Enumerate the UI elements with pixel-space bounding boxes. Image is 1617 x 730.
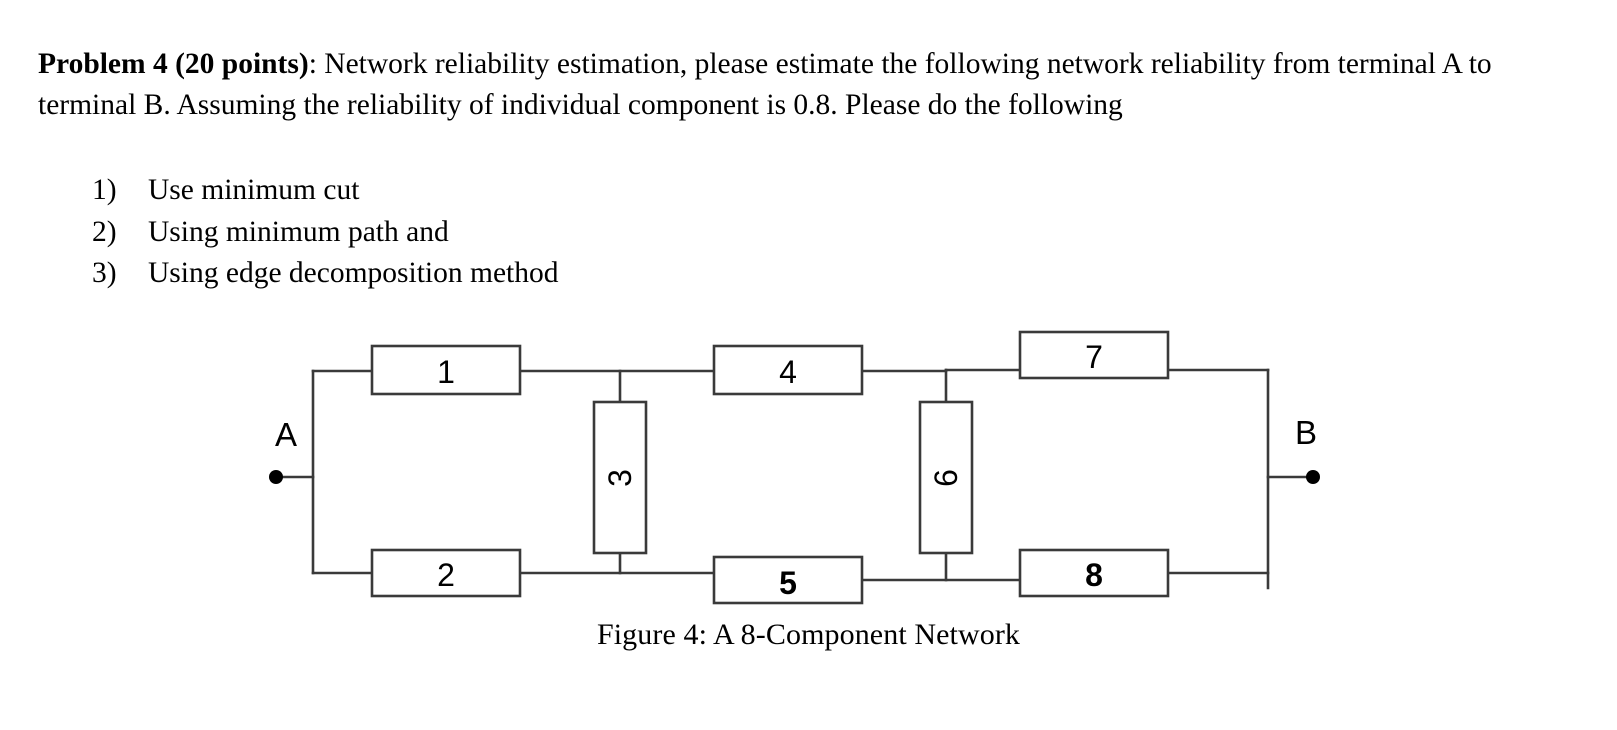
terminal-a-label: A (275, 416, 297, 453)
component-5-label: 5 (779, 565, 797, 601)
component-7-rect (1018, 330, 1170, 380)
component-1-rect (370, 344, 522, 396)
problem-body: : Network reliability estimation, please… (38, 48, 1492, 121)
list-item-label: Using minimum path and (148, 215, 449, 248)
component-8-label: 8 (1085, 557, 1103, 593)
list-item-label: Use minimum cut (148, 174, 360, 206)
figure-caption: Figure 4: A 8-Component Network (596, 618, 1021, 651)
component-box-3: 3 (592, 400, 648, 555)
component-2-label: 2 (437, 557, 455, 593)
component-2-rect (370, 548, 522, 598)
problem-statement: Problem 4 (20 points): Network reliabili… (38, 44, 1538, 126)
figure-4: A B 1 2 3 4 (0, 300, 1617, 680)
list-item: 1) Use minimum cut (92, 170, 992, 212)
list-item: 3) Using edge decomposition method (92, 253, 992, 295)
component-box-6: 6 (918, 400, 974, 555)
component-box-1: 1 (370, 344, 522, 396)
component-6-rect (918, 400, 974, 555)
component-box-2: 2 (370, 548, 522, 598)
problem-title: Problem 4 (20 points) (38, 48, 309, 80)
diagram-wires (274, 368, 1315, 590)
list-item-marker: 1) (92, 174, 117, 206)
component-box-7: 7 (1018, 330, 1170, 380)
component-4-label: 4 (779, 354, 797, 390)
terminal-b-dot (1306, 470, 1320, 484)
list-item-marker: 2) (92, 215, 117, 248)
list-item: 2) Using minimum path and (92, 212, 992, 254)
list-item-label: Using edge decomposition method (148, 257, 559, 289)
component-3-rect (592, 400, 648, 555)
component-6-label: 6 (928, 469, 964, 487)
terminal-a-dot (269, 470, 283, 484)
network-diagram: A B 1 2 3 4 (269, 330, 1320, 605)
component-1-label: 1 (437, 354, 455, 390)
component-box-4: 4 (712, 344, 864, 396)
component-5-rect (712, 555, 864, 605)
component-3-label: 3 (602, 469, 638, 487)
component-7-label: 7 (1085, 339, 1103, 375)
component-box-8: 8 (1018, 548, 1170, 598)
list-item-marker: 3) (92, 257, 117, 289)
instruction-list: 1) Use minimum cut 2) Using minimum path… (92, 170, 992, 295)
terminal-b-label: B (1295, 414, 1317, 451)
component-8-rect (1018, 548, 1170, 598)
component-box-5: 5 (712, 555, 864, 605)
component-4-rect (712, 344, 864, 396)
